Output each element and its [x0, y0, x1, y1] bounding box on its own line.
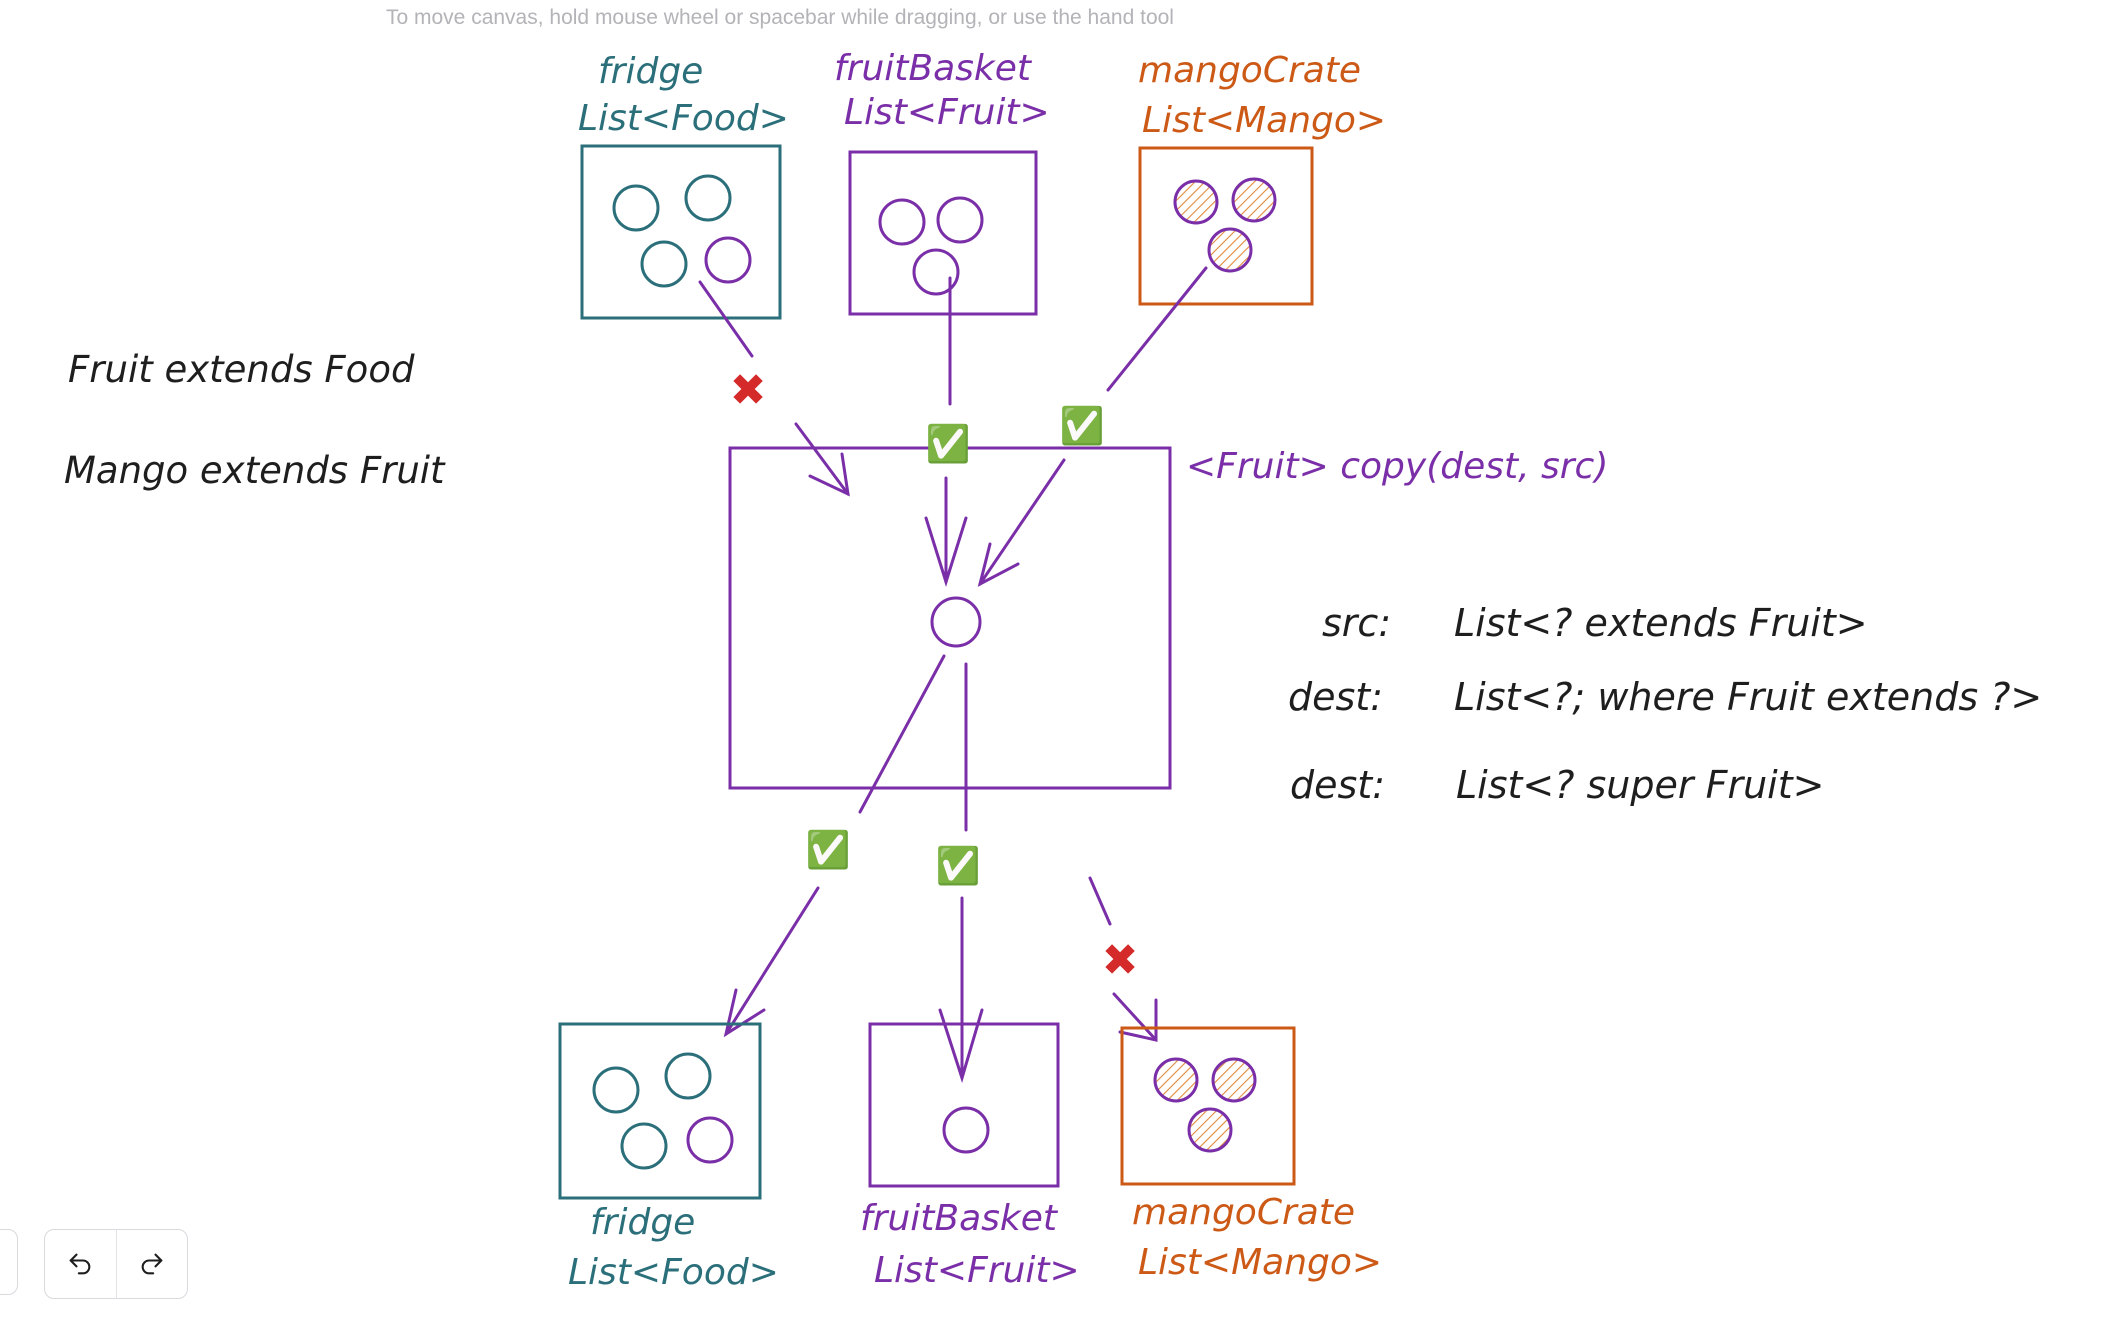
top-mangocrate-name: mangoCrate — [1138, 50, 1361, 91]
top-mangocrate-box[interactable] — [1138, 146, 1314, 306]
dest-type-1: List<?; where Fruit extends ?> — [1454, 675, 2042, 719]
arrow-copy-to-mangocrate — [1088, 876, 1158, 1042]
check-mark-fridge-out: ✅ — [806, 829, 851, 871]
food-item — [592, 1066, 640, 1114]
bottom-mangocrate-group[interactable]: mangoCrate List<Mango> — [1120, 1026, 1382, 1283]
bottom-fridge-group[interactable]: fridge List<Food> — [558, 1022, 779, 1293]
bottom-fruitbasket-group[interactable]: fruitBasket List<Fruit> — [860, 1022, 1080, 1291]
bottom-mangocrate-type: List<Mango> — [1138, 1242, 1382, 1283]
top-fruitbasket-type: List<Fruit> — [844, 92, 1050, 133]
top-fridge-box[interactable] — [580, 144, 782, 320]
bottom-fridge-type: List<Food> — [568, 1252, 779, 1293]
undo-button[interactable] — [45, 1230, 116, 1298]
fruit-item — [686, 1116, 734, 1164]
fruit-item — [930, 596, 982, 648]
check-mark-fruitbasket-in: ✅ — [926, 423, 971, 465]
check-mark-fruitbasket-out: ✅ — [936, 845, 981, 887]
fruit-item — [936, 196, 984, 244]
food-item — [640, 240, 688, 288]
note-mango-extends-fruit: Mango extends Fruit — [64, 449, 446, 492]
top-fridge-name: fridge — [598, 51, 703, 92]
mango-item — [1187, 1107, 1233, 1153]
redo-button[interactable] — [115, 1230, 188, 1298]
fruit-item — [942, 1106, 990, 1154]
food-item — [684, 174, 732, 222]
top-fruitbasket-name: fruitBasket — [834, 48, 1033, 89]
mango-item — [1173, 179, 1219, 225]
copy-method-signature: <Fruit> copy(dest, src) — [1186, 446, 1608, 487]
cross-mark-mangocrate-out: ✖ — [1102, 935, 1139, 986]
bottom-fridge-name: fridge — [590, 1202, 695, 1243]
bottom-mangocrate-name: mangoCrate — [1132, 1192, 1355, 1233]
src-type: List<? extends Fruit> — [1454, 601, 1868, 645]
redo-icon — [141, 1253, 163, 1275]
mango-item — [1211, 1057, 1257, 1103]
top-fridge-type: List<Food> — [578, 98, 789, 139]
undo-icon — [69, 1253, 91, 1275]
mango-item — [1153, 1057, 1199, 1103]
dest-label-2: dest: — [1290, 763, 1385, 807]
arrow-fruitbasket-to-copy — [924, 276, 968, 588]
copy-method-group[interactable]: <Fruit> copy(dest, src) — [728, 446, 1608, 790]
arrow-copy-to-fruitbasket — [938, 662, 984, 1084]
check-mark-mangocrate-in: ✅ — [1060, 405, 1105, 447]
mango-item — [1207, 227, 1253, 273]
food-item — [664, 1052, 712, 1100]
food-item — [612, 184, 660, 232]
arrow-fridge-to-copy — [698, 280, 850, 497]
dest-type-2: List<? super Fruit> — [1456, 763, 1824, 807]
top-mangocrate-type: List<Mango> — [1142, 100, 1386, 141]
src-label: src: — [1322, 601, 1391, 645]
bottom-fruitbasket-name: fruitBasket — [860, 1198, 1059, 1239]
copy-method-box[interactable] — [728, 446, 1172, 790]
fruit-item — [878, 198, 926, 246]
cross-mark-fridge-in: ✖ — [730, 365, 767, 416]
top-mangocrate-group[interactable]: mangoCrate List<Mango> — [1138, 50, 1386, 306]
top-fruitbasket-group[interactable]: fruitBasket List<Fruit> — [834, 48, 1050, 316]
fruit-item — [912, 248, 960, 296]
top-fruitbasket-box[interactable] — [848, 150, 1038, 316]
dest-label-1: dest: — [1288, 675, 1383, 719]
canvas-hint: To move canvas, hold mouse wheel or spac… — [386, 6, 1174, 29]
bottom-fridge-box[interactable] — [558, 1022, 762, 1200]
bottom-fruitbasket-box[interactable] — [868, 1022, 1060, 1188]
signature-block: src: List<? extends Fruit> dest: List<?;… — [1288, 601, 2042, 807]
arrow-mangocrate-to-copy — [977, 266, 1208, 587]
note-fruit-extends-food: Fruit extends Food — [68, 348, 415, 391]
zoom-toolbar[interactable] — [0, 1229, 18, 1295]
arrow-copy-to-fridge — [723, 654, 946, 1038]
undo-redo-toolbar — [44, 1229, 188, 1299]
top-fridge-group[interactable]: fridge List<Food> — [578, 51, 789, 320]
bottom-fruitbasket-type: List<Fruit> — [874, 1250, 1080, 1291]
mango-item — [1231, 177, 1277, 223]
bottom-mangocrate-box[interactable] — [1120, 1026, 1296, 1186]
food-item — [620, 1122, 668, 1170]
fruit-item — [704, 236, 752, 284]
